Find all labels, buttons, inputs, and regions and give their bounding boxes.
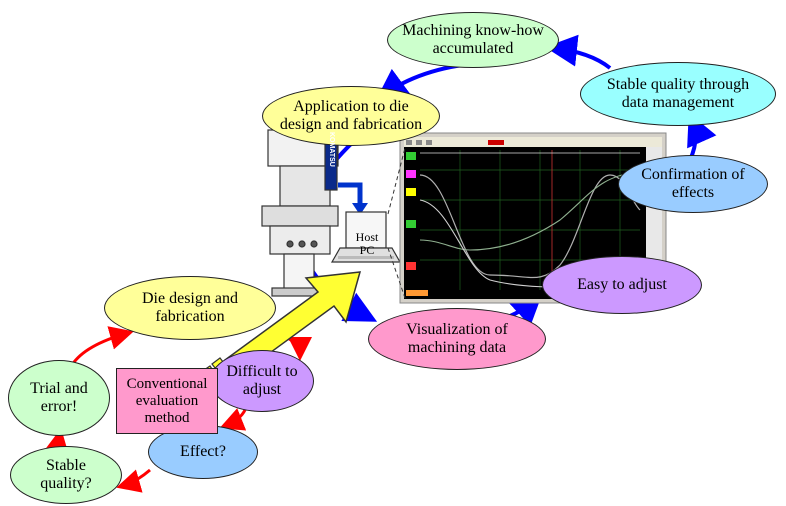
- arrow-confirmation-to-stable: [687, 112, 717, 161]
- conventional-evaluation-box: Conventional evaluation method: [116, 368, 218, 434]
- node-application-die: Application to die design and fabricatio…: [262, 86, 440, 146]
- press-brand-label: KOMATSU: [328, 132, 335, 167]
- arrow-difficult-to-effect: [219, 408, 247, 431]
- node-die-design: Die design and fabrication: [104, 276, 276, 340]
- host-pc-icon: [330, 211, 402, 263]
- arrow-effect-to-stable: [116, 468, 151, 493]
- press-to-pc-arrowhead: [352, 203, 368, 215]
- node-stable-quality-q: Stable quality?: [10, 446, 122, 504]
- node-confirmation-effects: Confirmation of effects: [618, 155, 768, 213]
- projection-lines: [387, 147, 406, 299]
- arrow-trial-to-die: [70, 326, 134, 366]
- node-easy-adjust: Easy to adjust: [542, 256, 702, 314]
- node-stable-quality-data: Stable quality through data management: [580, 62, 776, 126]
- node-machining-knowhow: Machining know-how accumulated: [387, 12, 559, 68]
- node-visualization: Visualization of machining data: [368, 308, 546, 370]
- host-pc-label: Host PC: [355, 230, 379, 257]
- node-trial-error: Trial and error!: [8, 360, 110, 436]
- arrow-stable-to-knowhow: [545, 34, 612, 70]
- press-machine-illustration: [261, 129, 339, 297]
- node-difficult-adjust: Difficult to adjust: [210, 350, 314, 412]
- press-to-pc-arrow: [338, 182, 363, 205]
- node-effect-q: Effect?: [148, 425, 258, 479]
